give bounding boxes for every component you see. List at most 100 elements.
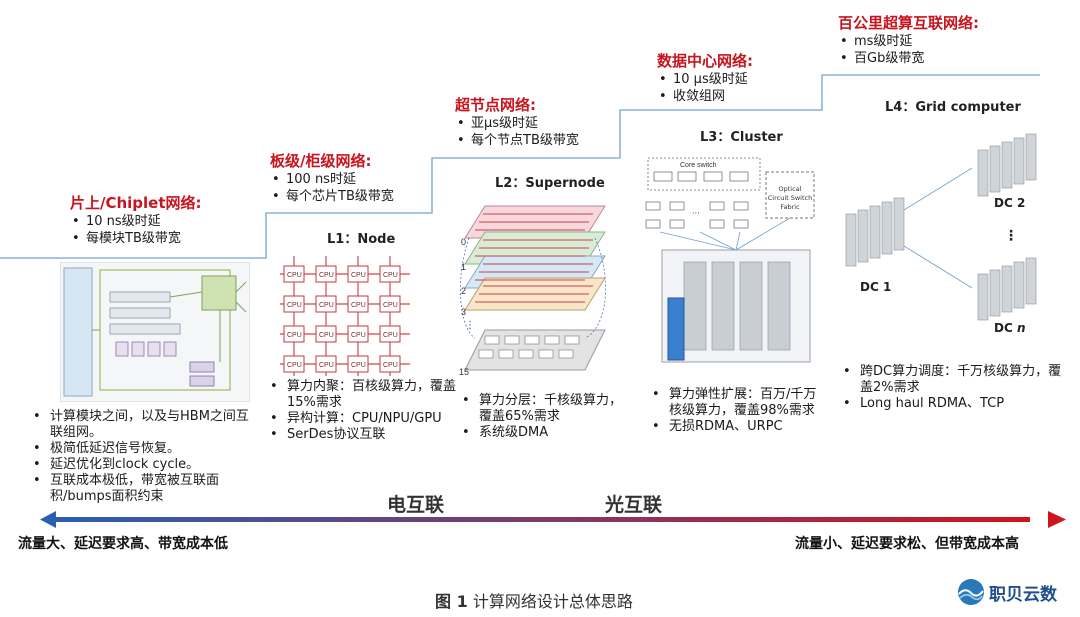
cpu-label: CPU	[351, 302, 366, 309]
axis-left-label: 流量大、延迟要求高、带宽成本低	[18, 536, 228, 552]
cpu-label: CPU	[319, 332, 334, 339]
dcn-prefix: DC	[994, 321, 1017, 335]
dcn-racks	[977, 257, 1037, 321]
bullet: 10 μs级时延	[657, 71, 753, 88]
ocs-label-3: Fabric	[780, 203, 800, 211]
dcn-suffix: n	[1016, 321, 1026, 335]
layer-index: 0	[461, 237, 466, 247]
brand-logo: 职贝云数	[955, 577, 1057, 607]
stage-board-title: 板级/柜级网络:	[270, 152, 372, 170]
dc-vdots: ⋮	[1004, 228, 1018, 244]
desc-grid: 跨DC算力调度：千万核级算力，覆盖2%需求 Long haul RDMA、TCP	[840, 364, 1072, 412]
desc-cluster: 算力弹性扩展：百万/千万核级算力，覆盖98%需求 无损RDMA、URPC	[649, 387, 829, 435]
stage-wan-bullets: ms级时延 百Gb级带宽	[838, 33, 979, 67]
desc-item: Long haul RDMA、TCP	[840, 396, 1072, 412]
dc1-label: DC 1	[860, 280, 892, 294]
logo-text: 职贝云数	[989, 584, 1057, 605]
level-l2-label: L2：Supernode	[495, 176, 605, 191]
stage-supernode-bullets: 亚μs级时延 每个节点TB级带宽	[455, 115, 579, 149]
dcn-label: DC n	[994, 321, 1026, 335]
stage-wan-title: 百公里超算互联网络:	[838, 14, 979, 32]
desc-item: 极简低延迟信号恢复。	[30, 441, 260, 457]
cpu-label: CPU	[287, 362, 302, 369]
desc-item: 跨DC算力调度：千万核级算力，覆盖2%需求	[840, 364, 1072, 396]
ocs-label-1: Optical	[779, 185, 802, 193]
desc-item: 延迟优化到clock cycle。	[30, 457, 260, 473]
ocs-label-2: Circuit Switch	[768, 194, 812, 202]
stage-supernode: 超节点网络: 亚μs级时延 每个节点TB级带宽	[455, 94, 579, 149]
chiplet-diagram	[60, 262, 250, 402]
desc-supernode: 算力分层：千核级算力，覆盖65%需求 系统级DMA	[459, 393, 634, 441]
cpu-label: CPU	[319, 302, 334, 309]
layer-index: 2	[461, 286, 466, 296]
stage-chiplet: 片上/Chiplet网络: 10 ns级时延 每模块TB级带宽	[70, 192, 202, 247]
cpu-label: CPU	[351, 362, 366, 369]
level-l3-label: L3：Cluster	[700, 130, 783, 145]
stage-datacenter-bullets: 10 μs级时延 收敛组网	[657, 71, 753, 105]
desc-item: 计算模块之间，以及与HBM之间互联组网。	[30, 409, 260, 441]
desc-item: 算力分层：千核级算力，覆盖65%需求	[459, 393, 634, 425]
desc-item: 算力弹性扩展：百万/千万核级算力，覆盖98%需求	[649, 387, 829, 419]
layer-vdots: ⋮	[465, 320, 475, 331]
cpu-label: CPU	[351, 332, 366, 339]
desc-node: 算力内聚：百核级算力，覆盖15%需求 异构计算：CPU/NPU/GPU SerD…	[267, 379, 457, 443]
stage-wan: 百公里超算互联网络: ms级时延 百Gb级带宽	[838, 12, 979, 67]
bullet: 100 ns时延	[270, 171, 394, 188]
cluster-diagram: Core switch ··· Optical Circuit Switch F…	[645, 157, 815, 363]
desc-item: 算力内聚：百核级算力，覆盖15%需求	[267, 379, 457, 411]
stage-board: 板级/柜级网络: 100 ns时延 每个芯片TB级带宽	[270, 150, 394, 205]
cpu-label: CPU	[383, 332, 398, 339]
bullet: 百Gb级带宽	[838, 50, 979, 67]
desc-item: 无损RDMA、URPC	[649, 419, 829, 435]
cpu-label: CPU	[287, 272, 302, 279]
gradient-axis-arrow	[40, 511, 1066, 528]
bullet: 亚μs级时延	[455, 115, 579, 132]
cpu-label: CPU	[351, 272, 366, 279]
cluster-hdots: ···	[692, 209, 700, 218]
logo-icon	[958, 579, 984, 605]
cpu-label: CPU	[383, 272, 398, 279]
dc1-racks	[845, 197, 905, 267]
dc2-racks	[977, 133, 1037, 197]
level-l4-label: L4：Grid computer	[885, 100, 1021, 115]
grid-computer-diagram	[845, 133, 1037, 321]
layer-index: 1	[461, 262, 466, 272]
stage-chiplet-title: 片上/Chiplet网络:	[70, 194, 202, 212]
stage-chiplet-bullets: 10 ns级时延 每模块TB级带宽	[70, 213, 202, 247]
electrical-interconnect-label: 电互联	[387, 494, 445, 516]
bullet: 每个芯片TB级带宽	[270, 188, 394, 205]
cpu-label: CPU	[319, 272, 334, 279]
figure-caption: 图 1 计算网络设计总体思路	[435, 588, 633, 612]
desc-chiplet: 计算模块之间，以及与HBM之间互联组网。 极简低延迟信号恢复。 延迟优化到clo…	[30, 409, 260, 505]
bullet: 收敛组网	[657, 88, 753, 105]
stage-board-bullets: 100 ns时延 每个芯片TB级带宽	[270, 171, 394, 205]
desc-item: SerDes协议互联	[267, 427, 457, 443]
axis-right-label: 流量小、延迟要求松、但带宽成本高	[795, 536, 1019, 552]
bullet: ms级时延	[838, 33, 979, 50]
stage-datacenter: 数据中心网络: 10 μs级时延 收敛组网	[657, 50, 753, 105]
caption-label: 图 1	[435, 592, 468, 611]
desc-item: 异构计算：CPU/NPU/GPU	[267, 411, 457, 427]
dc2-label: DC 2	[994, 196, 1026, 210]
cpu-label: CPU	[287, 332, 302, 339]
level-l1-label: L1：Node	[327, 232, 396, 247]
cpu-label: CPU	[287, 302, 302, 309]
cpu-label: CPU	[319, 362, 334, 369]
node-cpu-grid: CPU CPU CPU CPU CPU CPU CPU CPU CPU CPU CPU CPU C…	[280, 256, 410, 376]
bullet: 每模块TB级带宽	[70, 230, 202, 247]
layer-index: 3	[461, 307, 466, 317]
stage-datacenter-title: 数据中心网络:	[657, 52, 753, 70]
bullet: 每个节点TB级带宽	[455, 132, 579, 149]
caption-text: 计算网络设计总体思路	[472, 592, 633, 611]
desc-item: 系统级DMA	[459, 425, 634, 441]
stage-supernode-title: 超节点网络:	[455, 96, 536, 114]
cpu-label: CPU	[383, 302, 398, 309]
supernode-layers: 0 1 2 3 15 ⋮	[459, 205, 606, 377]
desc-item: 互联成本极低，带宽被互联面积/bumps面积约束	[30, 473, 260, 505]
optical-interconnect-label: 光互联	[605, 494, 663, 516]
bullet: 10 ns级时延	[70, 213, 202, 230]
layer-index: 15	[459, 367, 469, 377]
cpu-label: CPU	[383, 362, 398, 369]
core-switch-label: Core switch	[680, 162, 717, 169]
